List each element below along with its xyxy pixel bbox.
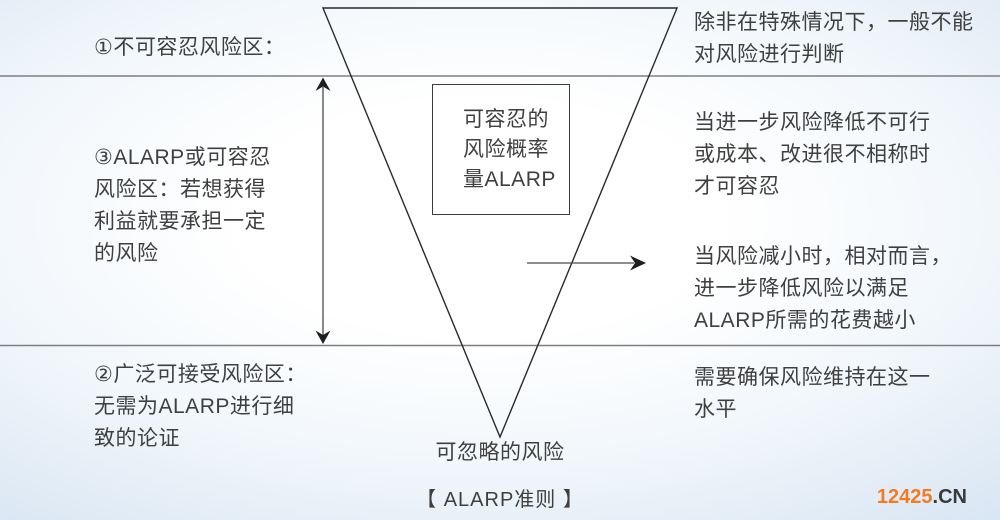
diagram-title: 【 ALARP准则 】 — [416, 489, 584, 511]
label-region-intolerable: ①不可容忍风险区： — [94, 36, 286, 59]
watermark: 12425.CN — [877, 486, 967, 508]
label-region-acceptable-line: 致的论证 — [94, 427, 180, 450]
label-region-acceptable-line: ②广泛可接受风险区： — [94, 363, 307, 386]
tolerable-risk-box-line: 风险概率 — [463, 137, 549, 161]
tolerable-risk-box-line: 量ALARP — [463, 167, 556, 191]
annotation-top-right-line: 除非在特殊情况下，一般不能 — [694, 11, 974, 34]
annotation-mid-right-lower-line: ALARP所需的花费越小 — [694, 309, 916, 332]
annotation-mid-right-upper-line: 当进一步风险降低不可行 — [694, 111, 931, 134]
label-region-alarp-line: ③ALARP或可容忍 — [94, 146, 271, 169]
tolerable-risk-box-line: 可容忍的 — [463, 107, 549, 131]
annotation-mid-right-lower-line: 当风险减小时，相对而言， — [694, 245, 952, 268]
arrowhead-up-icon — [315, 77, 331, 91]
annotation-mid-right-upper-line: 或成本、改进很不相称时 — [694, 143, 931, 166]
annotation-mid-right-upper-line: 才可容忍 — [694, 175, 780, 198]
annotation-mid-right-lower-line: 进一步降低风险以满足 — [694, 277, 909, 300]
annotation-mid-right-lower: 当风险减小时，相对而言， 进一步降低风险以满足 ALARP所需的花费越小 — [694, 241, 952, 337]
label-region-acceptable-line: 无需为ALARP进行细 — [94, 395, 295, 418]
watermark-name: 12425 — [876, 486, 933, 508]
label-region-alarp: ③ALARP或可容忍 风险区：若想获得 利益就要承担一定 的风险 — [94, 142, 271, 270]
annotation-bottom-right-line: 需要确保风险维持在这一 — [694, 366, 931, 389]
risk-triangle — [321, 7, 679, 439]
annotation-top-right: 除非在特殊情况下，一般不能 对风险进行判断 — [694, 7, 974, 71]
annotation-bottom-right-line: 水平 — [694, 398, 737, 421]
watermark-tld: .CN — [932, 486, 967, 508]
annotation-top-right-line: 对风险进行判断 — [694, 43, 845, 66]
tolerable-risk-box: 可容忍的 风险概率 量ALARP — [432, 84, 570, 215]
label-region-acceptable: ②广泛可接受风险区： 无需为ALARP进行细 致的论证 — [94, 359, 307, 455]
annotation-bottom-right: 需要确保风险维持在这一 水平 — [694, 362, 931, 426]
annotation-mid-right-upper: 当进一步风险降低不可行 或成本、改进很不相称时 才可容忍 — [694, 107, 931, 203]
arrowhead-right-icon — [630, 255, 646, 271]
label-region-alarp-line: 利益就要承担一定 — [94, 210, 266, 233]
caption-negligible-risk: 可忽略的风险 — [435, 441, 565, 464]
label-region-alarp-line: 的风险 — [94, 242, 159, 265]
arrowhead-down-icon — [315, 330, 331, 344]
label-region-alarp-line: 风险区：若想获得 — [94, 178, 266, 201]
